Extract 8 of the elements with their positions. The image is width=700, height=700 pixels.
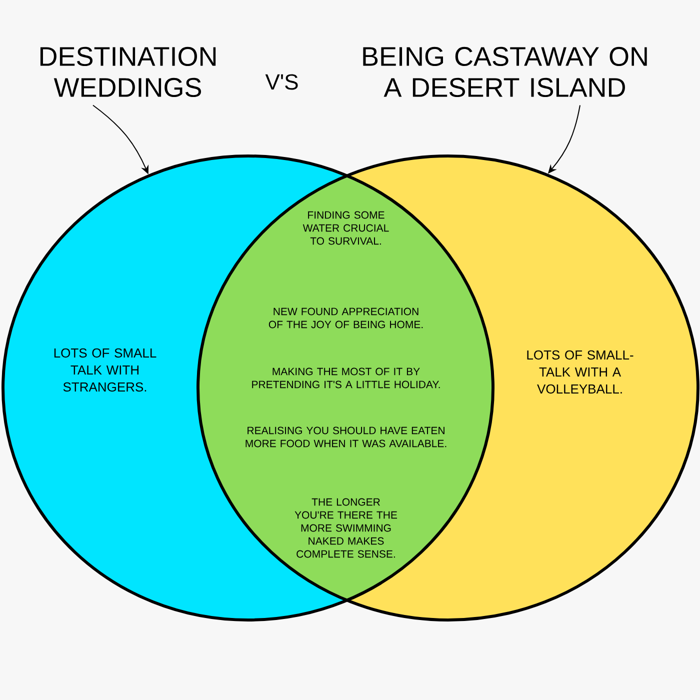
- overlap-text: THE LONGER YOU'RE THERE THE MORE SWIMMING NAKED MAKES COMPLETE SENSE.: [294, 498, 397, 558]
- overlap-text: REALISING YOU SHOULD HAVE EATEN MORE FOOD WHEN IT WAS AVAILABLE.: [246, 426, 446, 448]
- overlap-text: MAKING THE MOST OF IT BY PRETENDING IT'S A LITTLE HOLIDAY.: [252, 368, 440, 388]
- overlap-text: NEW FOUND APPRECIATION OF THE JOY OF BEING HOME.: [268, 308, 423, 328]
- heading: DESTINATION WEDDINGS: [40, 46, 216, 98]
- versus-label: V'S: [265, 74, 298, 90]
- overlap-text: FINDING SOME WATER CRUCIAL TO SURVIVAL.: [302, 211, 389, 245]
- heading: BEING CASTAWAY ON A DESERT ISLAND: [363, 46, 647, 98]
